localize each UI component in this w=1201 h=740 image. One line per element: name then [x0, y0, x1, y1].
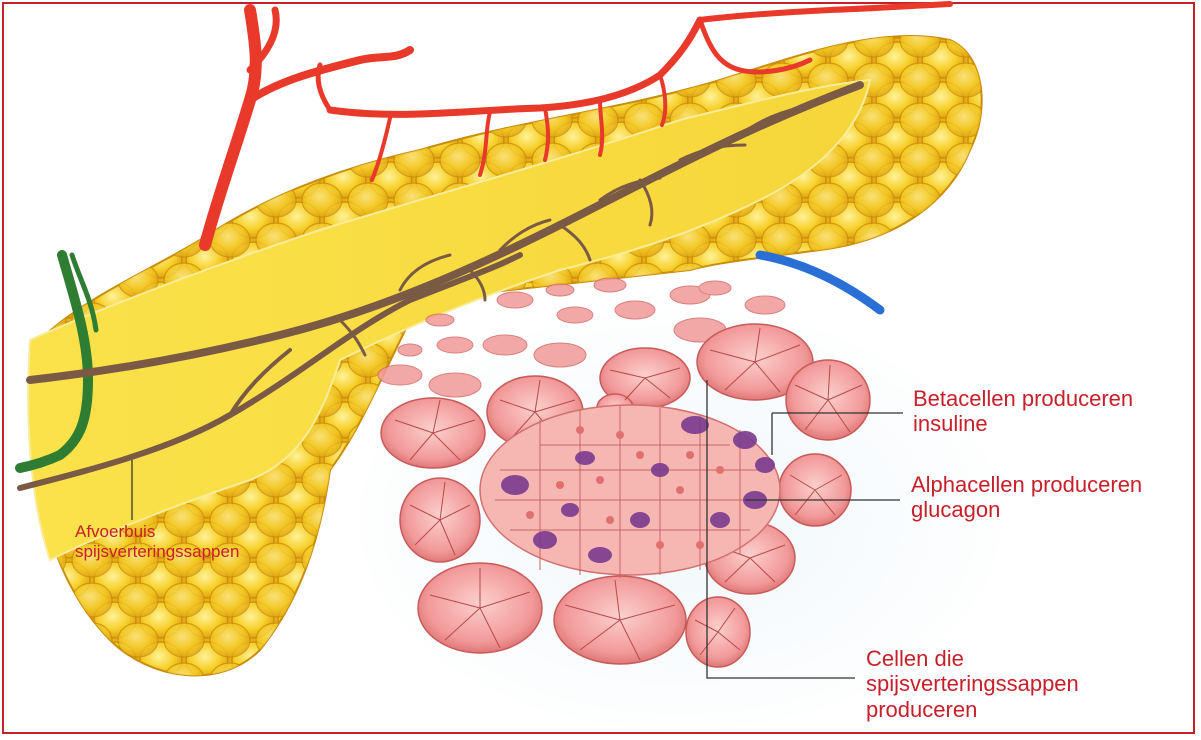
label-beta-line2: insuline	[913, 411, 988, 437]
label-duct-line1: Afvoerbuis	[75, 522, 156, 541]
label-alpha-line2: glucagon	[911, 497, 1001, 523]
pancreatic-duct	[17, 81, 864, 491]
islet-of-langerhans	[479, 404, 781, 578]
artery	[199, 1, 953, 251]
label-exocrine-line1: Cellen die	[866, 646, 964, 671]
label-exocrine-cells: Cellen die spijsverteringssappen produce…	[866, 646, 1079, 722]
green-vessel	[15, 250, 99, 473]
leader-lines	[131, 380, 903, 679]
blue-vessel	[755, 250, 885, 315]
label-alpha-cells: Alphacellen produceren glucagon	[911, 472, 1142, 523]
label-duct: Afvoerbuis spijsverteringssappen	[75, 522, 239, 561]
pancreas-gland	[27, 34, 983, 677]
small-acini	[377, 277, 786, 398]
label-alpha-line1: Alphacellen produceren	[911, 472, 1143, 497]
label-beta-cells: Betacellen produceren insuline	[913, 386, 1133, 437]
label-duct-line2: spijsverteringssappen	[75, 541, 240, 561]
beta-cell-nuclei	[526, 426, 724, 549]
label-beta-line1: Betacellen produceren	[913, 386, 1134, 411]
alpha-cells	[501, 416, 775, 563]
label-exocrine-line2: spijsverteringssappen	[866, 671, 1079, 697]
label-exocrine-line3: produceren	[866, 696, 978, 722]
